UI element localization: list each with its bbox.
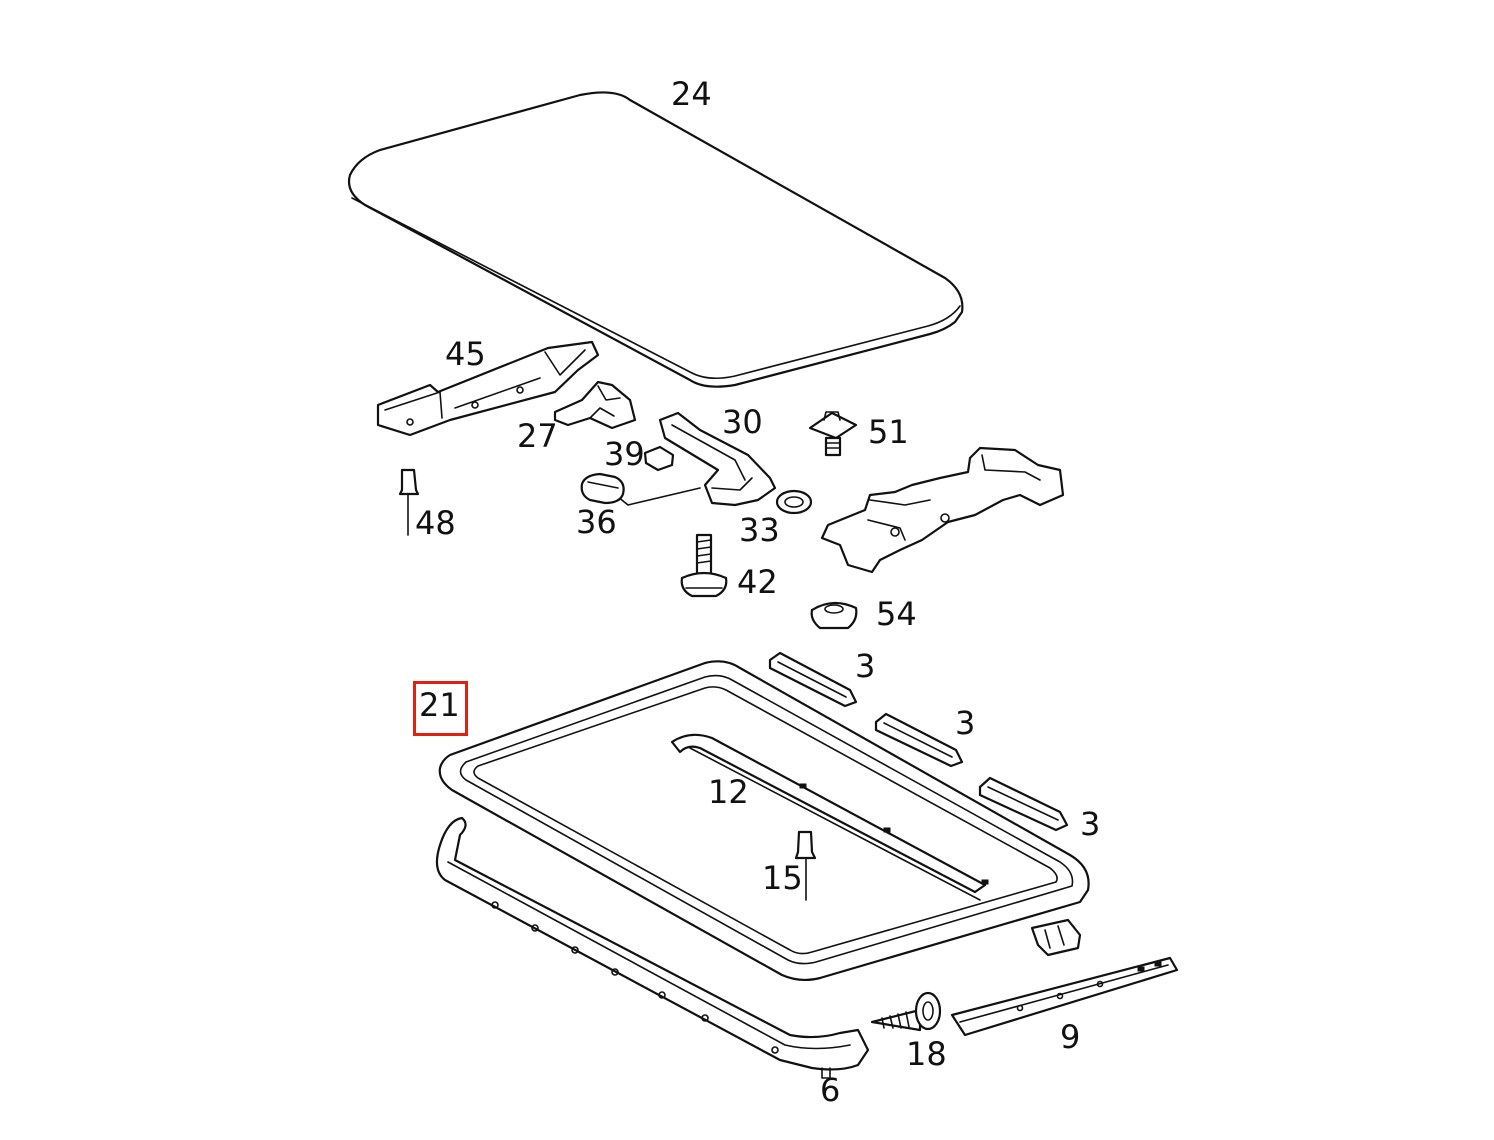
label-45: 45 — [445, 335, 486, 373]
label-9: 9 — [1060, 1018, 1081, 1056]
part-3-guide-clip-1 — [768, 651, 858, 708]
part-39-small-block — [643, 445, 675, 472]
label-51: 51 — [868, 413, 909, 451]
right-drive-mechanism — [820, 446, 1065, 574]
part-9-rail-strip — [950, 956, 1179, 1037]
label-27: 27 — [517, 417, 558, 455]
highlight-box-21 — [413, 681, 468, 736]
part-15-rivet — [794, 830, 817, 901]
part-33-ring — [775, 489, 813, 515]
part-21-frame — [438, 660, 1090, 982]
part-45-left-bracket — [376, 340, 600, 437]
label-33: 33 — [739, 511, 780, 549]
label-3-upper: 3 — [855, 647, 876, 685]
label-48: 48 — [415, 504, 456, 542]
part-42-flange-bolt — [680, 533, 728, 598]
part-6-drain-channel — [435, 816, 870, 1079]
part-27-clip — [553, 380, 637, 430]
part-24-glass-panel — [347, 91, 964, 388]
part-54-nut — [810, 601, 858, 630]
label-24: 24 — [671, 75, 712, 113]
part-3-guide-clip-2 — [874, 712, 964, 768]
label-30: 30 — [722, 403, 763, 441]
label-54: 54 — [876, 595, 917, 633]
label-3-lower: 3 — [1080, 805, 1101, 843]
label-18: 18 — [906, 1035, 947, 1073]
part-51-clip-nut — [808, 411, 858, 457]
part-48-rivet — [398, 468, 420, 536]
part-3-guide-clip-3 — [978, 776, 1069, 832]
label-6: 6 — [820, 1071, 841, 1109]
part-12-guide-rail — [670, 733, 989, 901]
label-42: 42 — [737, 563, 778, 601]
label-15: 15 — [762, 859, 803, 897]
label-39: 39 — [604, 435, 645, 473]
label-12: 12 — [708, 773, 749, 811]
part-30-slide-mechanism — [611, 411, 777, 507]
corner-bracket — [1030, 918, 1082, 957]
label-3-middle: 3 — [955, 704, 976, 742]
part-18-screw — [870, 991, 942, 1032]
label-21: 21 — [419, 686, 460, 724]
label-36: 36 — [576, 503, 617, 541]
part-36-slider-pad — [580, 472, 625, 505]
